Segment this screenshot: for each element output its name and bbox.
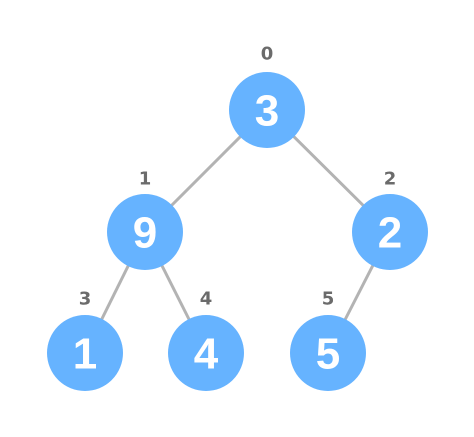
node-value: 5 [316, 330, 340, 379]
node-circle [229, 72, 305, 148]
node-circle [352, 194, 428, 270]
node-circle [47, 315, 123, 391]
node-circle [107, 194, 183, 270]
node-0: 3 0 [229, 44, 305, 148]
node-index-label: 1 [139, 169, 152, 190]
node-index-label: 3 [79, 289, 92, 310]
node-circle [290, 315, 366, 391]
node-4: 4 4 [168, 289, 244, 391]
node-value: 9 [133, 209, 157, 258]
node-value: 2 [378, 209, 402, 258]
node-index-label: 0 [261, 44, 274, 65]
node-5: 5 5 [290, 289, 366, 391]
node-circle [168, 315, 244, 391]
node-value: 3 [255, 87, 279, 136]
node-index-label: 4 [200, 289, 213, 310]
node-1: 9 1 [107, 169, 183, 270]
node-index-label: 2 [384, 169, 397, 190]
node-3: 1 3 [47, 289, 123, 391]
node-value: 1 [73, 330, 97, 379]
node-value: 4 [194, 330, 219, 379]
node-index-label: 5 [322, 289, 335, 310]
node-2: 2 2 [352, 169, 428, 270]
